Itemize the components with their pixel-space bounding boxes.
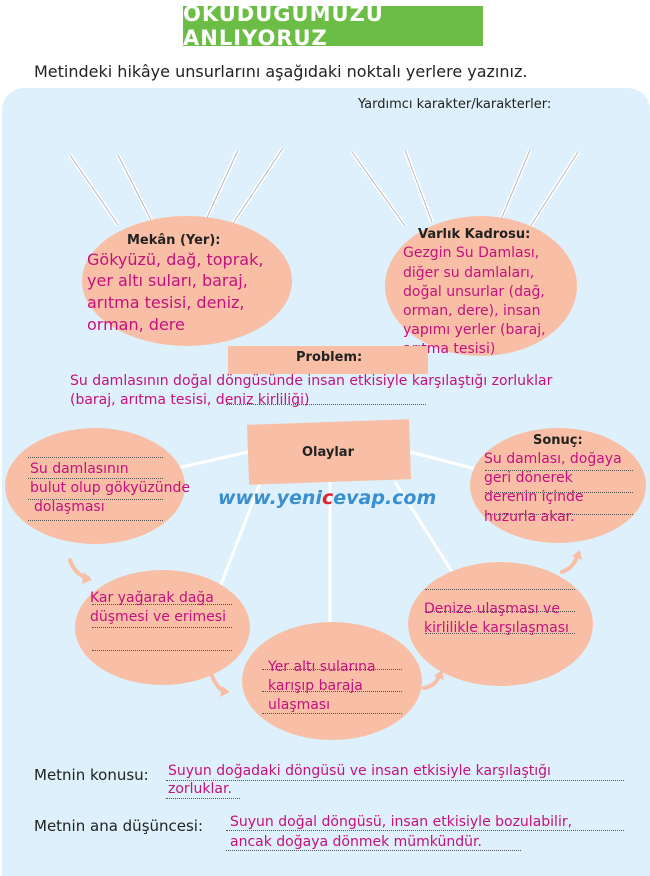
helper-characters-label: Yardımcı karakter/karakterler: bbox=[358, 97, 552, 112]
answer-line: orman, dere), insan bbox=[403, 303, 541, 319]
dotted-line bbox=[92, 627, 232, 628]
problem-box bbox=[228, 346, 428, 374]
problem-answer-line: (baraj, arıtma tesisi, deniz kirliliği) bbox=[70, 392, 310, 408]
problem-label: Problem: bbox=[296, 350, 363, 365]
dotted-line bbox=[226, 830, 624, 831]
dotted-line bbox=[28, 520, 163, 521]
dotted-line bbox=[425, 633, 575, 634]
answer-line: orman, dere bbox=[87, 315, 185, 334]
event-answer-line: karışıp baraja bbox=[268, 678, 363, 694]
watermark-part: evap.com bbox=[333, 487, 437, 509]
problem-answer-line: Su damlasının doğal döngüsünde insan etk… bbox=[70, 373, 553, 389]
result-label: Sonuç: bbox=[533, 433, 583, 448]
event-answer-line: kirlilikle karşılaşması bbox=[424, 620, 569, 636]
dotted-line bbox=[166, 798, 240, 799]
dotted-line bbox=[92, 604, 232, 605]
main-idea-label: Metnin ana düşüncesi: bbox=[34, 817, 204, 835]
watermark: www.yenicevap.com bbox=[218, 487, 436, 509]
answer-line: yer altı suları, baraj, bbox=[87, 271, 248, 290]
answer-line: Gezgin Su Damlası, bbox=[403, 245, 540, 261]
event-oval-4 bbox=[408, 562, 593, 686]
event-answer-line: Su damlasının bbox=[30, 461, 129, 477]
event-answer-line: Yer altı sularına bbox=[268, 659, 376, 675]
event-oval-3 bbox=[242, 622, 422, 740]
watermark-part: www.yeni bbox=[218, 487, 322, 509]
result-answer-line: geri dönerek bbox=[484, 470, 573, 486]
event-answer-line: ulaşması bbox=[268, 697, 331, 713]
main-idea-answer-line: ancak doğaya dönmek mümkündür. bbox=[230, 834, 482, 850]
dotted-line bbox=[262, 691, 402, 692]
event-answer-line: Denize ulaşması ve bbox=[424, 601, 560, 617]
characters-oval bbox=[385, 216, 577, 356]
dotted-line bbox=[262, 713, 402, 714]
event-answer-line: Kar yağarak dağa bbox=[90, 590, 214, 606]
characters-label: Varlık Kadrosu: bbox=[418, 227, 531, 242]
dotted-line bbox=[28, 478, 163, 479]
instruction-text: Metindeki hikâye unsurlarını aşağıdaki n… bbox=[34, 62, 528, 81]
event-oval-1 bbox=[5, 428, 185, 544]
event-answer-line: bulut olup gökyüzünde bbox=[30, 480, 190, 496]
topic-label: Metnin konusu: bbox=[34, 766, 149, 784]
answer-line: arıtma tesisi, deniz, bbox=[87, 293, 245, 312]
result-answer-line: huzurla akar. bbox=[484, 509, 575, 525]
dotted-line bbox=[485, 492, 633, 493]
result-answer-line: Su damlası, doğaya bbox=[484, 451, 622, 467]
dotted-line bbox=[92, 650, 232, 651]
answer-line: diğer su damlaları, bbox=[403, 265, 535, 281]
dotted-line bbox=[28, 499, 163, 500]
events-label: Olaylar bbox=[302, 445, 354, 460]
answer-line: doğal unsurlar (dağ, bbox=[403, 284, 545, 300]
dotted-line bbox=[485, 470, 633, 471]
result-answer-line: derenin içinde bbox=[484, 489, 584, 505]
setting-oval bbox=[82, 216, 292, 346]
result-oval bbox=[470, 428, 646, 543]
event-answer-line: dolaşması bbox=[34, 499, 105, 515]
watermark-accent: c bbox=[321, 487, 334, 509]
answer-line: yapımı yerler (baraj, bbox=[403, 322, 546, 338]
dotted-line bbox=[226, 850, 521, 851]
dotted-line bbox=[425, 589, 575, 590]
dotted-line bbox=[485, 514, 633, 515]
topic-answer-line: Suyun doğadaki döngüsü ve insan etkisiyl… bbox=[168, 763, 551, 779]
dotted-line bbox=[166, 780, 624, 781]
title-banner: OKUDUĞUMUZU ANLIYORUZ bbox=[183, 2, 483, 50]
dotted-line bbox=[262, 669, 402, 670]
dotted-line bbox=[28, 457, 163, 458]
dotted-line bbox=[425, 611, 575, 612]
event-answer-line: düşmesi ve erimesi bbox=[90, 609, 226, 625]
answer-line: Gökyüzü, dağ, toprak, bbox=[87, 250, 264, 269]
topic-answer-line: zorluklar. bbox=[168, 781, 232, 797]
dotted-line bbox=[226, 404, 426, 405]
main-idea-answer-line: Suyun doğal döngüsü, insan etkisiyle boz… bbox=[230, 814, 573, 830]
setting-label: Mekân (Yer): bbox=[127, 233, 221, 248]
page-title: OKUDUĞUMUZU ANLIYORUZ bbox=[183, 2, 384, 50]
